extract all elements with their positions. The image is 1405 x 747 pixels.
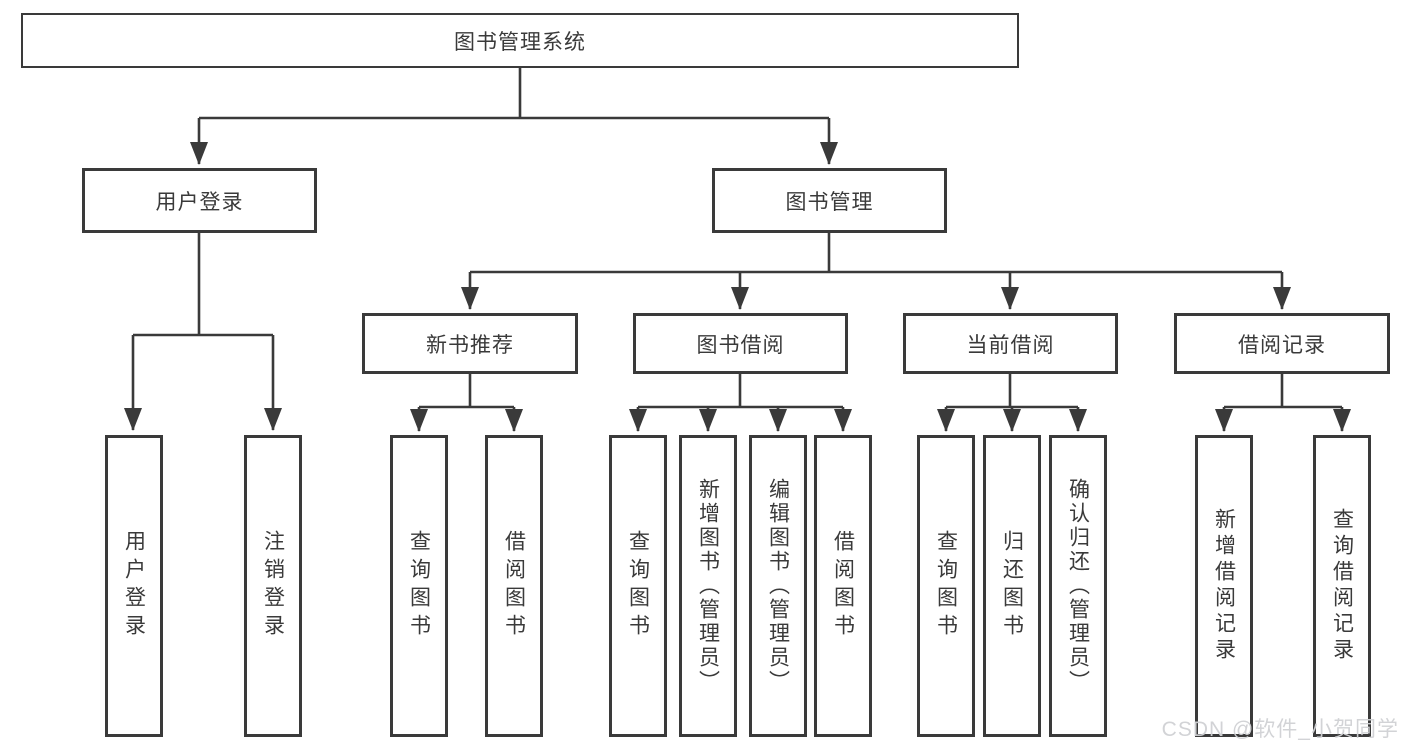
leaf-borrow-books-2: 借阅图书 — [814, 435, 872, 737]
node-label: 借阅记录 — [1238, 333, 1326, 357]
node-label: 图书借阅 — [696, 333, 785, 357]
node-label: 图书管理系统 — [454, 30, 586, 54]
node-label: 查询图书 — [934, 530, 958, 642]
node-label: 用户登录 — [155, 190, 244, 214]
node-borrowing-records: 借阅记录 — [1174, 313, 1390, 374]
leaf-return-book: 归还图书 — [983, 435, 1041, 737]
node-label: 查询图书 — [407, 530, 431, 642]
node-label: 编辑图书（管理员） — [766, 478, 790, 694]
node-new-book-recommendation: 新书推荐 — [362, 313, 578, 374]
leaf-borrow-books-1: 借阅图书 — [485, 435, 543, 737]
leaf-query-books-3: 查询图书 — [917, 435, 975, 737]
leaf-add-borrow-record: 新增借阅记录 — [1195, 435, 1253, 737]
node-user-login-branch: 用户登录 — [82, 168, 317, 233]
node-label: 查询图书 — [626, 530, 650, 642]
node-book-borrowing: 图书借阅 — [633, 313, 848, 374]
node-label: 借阅图书 — [502, 530, 526, 642]
leaf-query-books-1: 查询图书 — [390, 435, 448, 737]
node-label: 当前借阅 — [966, 333, 1055, 357]
node-book-management: 图书管理 — [712, 168, 947, 233]
leaf-logout: 注销登录 — [244, 435, 302, 737]
node-label: 注销登录 — [261, 530, 285, 642]
node-label: 查询借阅记录 — [1330, 508, 1354, 664]
leaf-user-login: 用户登录 — [105, 435, 163, 737]
node-current-borrowing: 当前借阅 — [903, 313, 1118, 374]
node-label: 新增借阅记录 — [1212, 508, 1236, 664]
node-label: 归还图书 — [1000, 530, 1024, 642]
node-library-management-system: 图书管理系统 — [21, 13, 1019, 68]
leaf-add-book-admin: 新增图书（管理员） — [679, 435, 737, 737]
leaf-query-books-2: 查询图书 — [609, 435, 667, 737]
node-label: 新增图书（管理员） — [696, 478, 720, 694]
node-label: 新书推荐 — [426, 333, 514, 357]
leaf-edit-book-admin: 编辑图书（管理员） — [749, 435, 807, 737]
csdn-watermark: CSDN @软件_小贺同学 — [1161, 718, 1399, 741]
leaf-query-borrow-record: 查询借阅记录 — [1313, 435, 1371, 737]
leaf-confirm-return-admin: 确认归还（管理员） — [1049, 435, 1107, 737]
node-label: 图书管理 — [785, 190, 874, 214]
node-label: 确认归还（管理员） — [1066, 478, 1090, 694]
node-label: 借阅图书 — [831, 530, 855, 642]
node-label: 用户登录 — [122, 530, 146, 642]
